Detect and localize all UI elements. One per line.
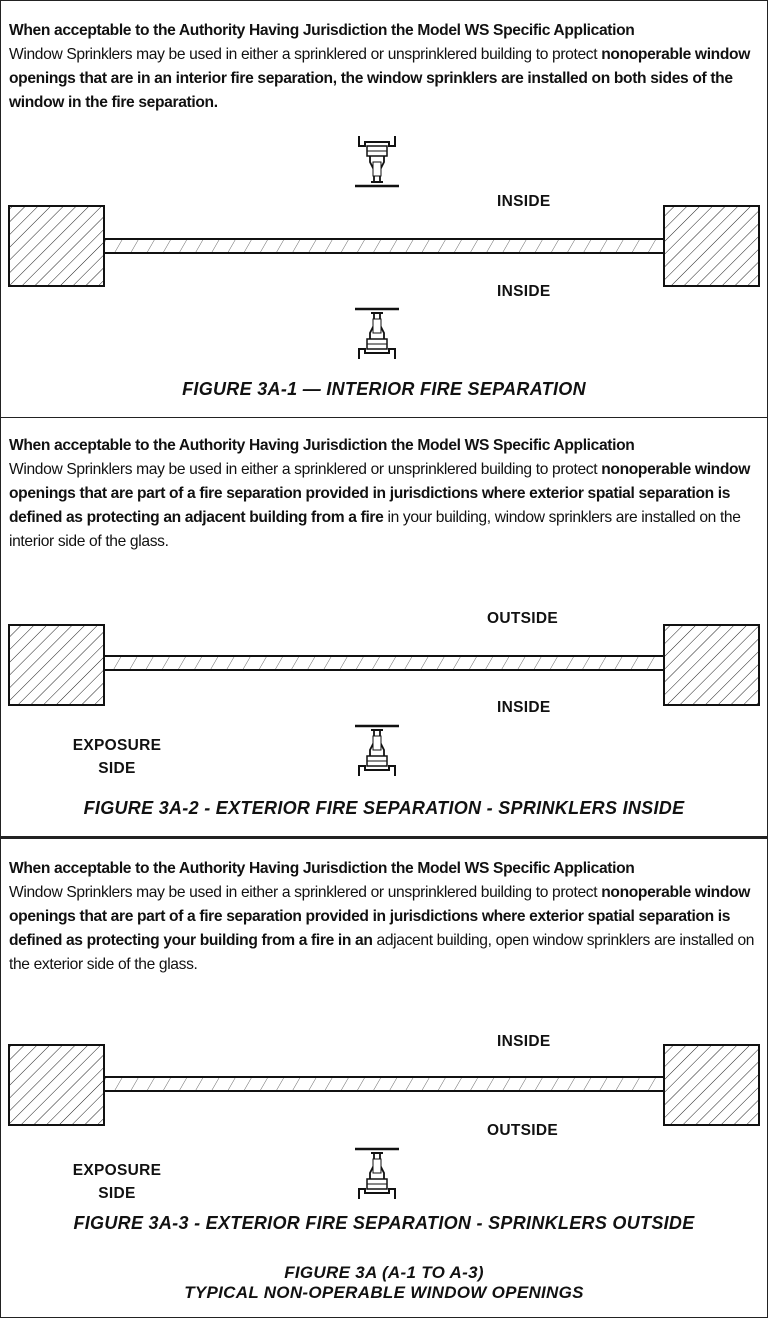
label-outside: OUTSIDE bbox=[487, 1122, 558, 1139]
desc-bold: When acceptable to the Authority Having … bbox=[9, 22, 635, 39]
exposure-line: EXPOSURE bbox=[72, 1162, 162, 1179]
desc-plain: Window Sprinklers may be used in either … bbox=[9, 461, 598, 478]
figure-caption: FIGURE 3A-1 — INTERIOR FIRE SEPARATION bbox=[182, 379, 586, 399]
right-wall bbox=[663, 1044, 760, 1126]
window-glass bbox=[103, 238, 665, 254]
exterior-fire-separation-outside-diagram bbox=[8, 1044, 760, 1201]
desc-bold: nonoperable window openings that are par… bbox=[9, 884, 750, 949]
sprinkler-bottom-icon bbox=[353, 307, 401, 361]
figure-2-description: When acceptable to the Authority Having … bbox=[9, 434, 761, 554]
figure-1-description: When acceptable to the Authority Having … bbox=[9, 19, 761, 115]
desc-bold: When acceptable to the Authority Having … bbox=[9, 437, 635, 454]
right-wall bbox=[663, 624, 760, 706]
label-inside: INSIDE bbox=[497, 1033, 551, 1050]
figure-3a-3-panel: When acceptable to the Authority Having … bbox=[0, 837, 768, 1318]
desc-bold: nonoperable window openings that are in … bbox=[9, 46, 750, 111]
overall-figure-title: FIGURE 3A (A-1 TO A-3) TYPICAL NON-OPERA… bbox=[1, 1263, 767, 1303]
overall-title-line2: TYPICAL NON-OPERABLE WINDOW OPENINGS bbox=[184, 1283, 584, 1302]
desc-plain: Window Sprinklers may be used in either … bbox=[9, 46, 598, 63]
sprinkler-inside-icon bbox=[353, 724, 401, 778]
left-wall bbox=[8, 205, 105, 287]
label-inside-top: INSIDE bbox=[497, 193, 551, 210]
exposure-side-label: EXPOSURE SIDE bbox=[71, 734, 163, 780]
sprinkler-top-icon bbox=[353, 134, 401, 188]
exposure-line: EXPOSURE bbox=[72, 737, 162, 754]
figure-3a-2-panel: When acceptable to the Authority Having … bbox=[0, 416, 768, 837]
left-wall bbox=[8, 624, 105, 706]
exposure-side-label: EXPOSURE SIDE bbox=[71, 1159, 163, 1205]
side-line: SIDE bbox=[98, 760, 136, 777]
window-glass bbox=[103, 1076, 665, 1092]
figure-3a-1-panel: When acceptable to the Authority Having … bbox=[0, 0, 768, 418]
desc-bold: nonoperable window openings that are par… bbox=[9, 461, 750, 526]
figure-3-description: When acceptable to the Authority Having … bbox=[9, 857, 761, 977]
figure-caption: FIGURE 3A-2 - EXTERIOR FIRE SEPARATION -… bbox=[83, 798, 685, 818]
desc-plain: adjacent building, open window sprinkler… bbox=[9, 932, 755, 973]
desc-bold: When acceptable to the Authority Having … bbox=[9, 860, 635, 877]
window-glass bbox=[103, 655, 665, 671]
desc-plain: in your building, window sprinklers are … bbox=[9, 509, 741, 550]
sprinkler-outside-icon bbox=[353, 1147, 401, 1201]
side-line: SIDE bbox=[98, 1185, 136, 1202]
label-inside-bottom: INSIDE bbox=[497, 283, 551, 300]
exterior-fire-separation-inside-diagram bbox=[8, 624, 760, 778]
left-wall bbox=[8, 1044, 105, 1126]
figure-caption: FIGURE 3A-3 - EXTERIOR FIRE SEPARATION -… bbox=[73, 1213, 695, 1233]
desc-plain: Window Sprinklers may be used in either … bbox=[9, 884, 598, 901]
label-inside: INSIDE bbox=[497, 699, 551, 716]
right-wall bbox=[663, 205, 760, 287]
interior-fire-separation-diagram bbox=[8, 134, 760, 361]
label-outside: OUTSIDE bbox=[487, 610, 558, 627]
overall-title-line1: FIGURE 3A (A-1 TO A-3) bbox=[284, 1263, 484, 1282]
